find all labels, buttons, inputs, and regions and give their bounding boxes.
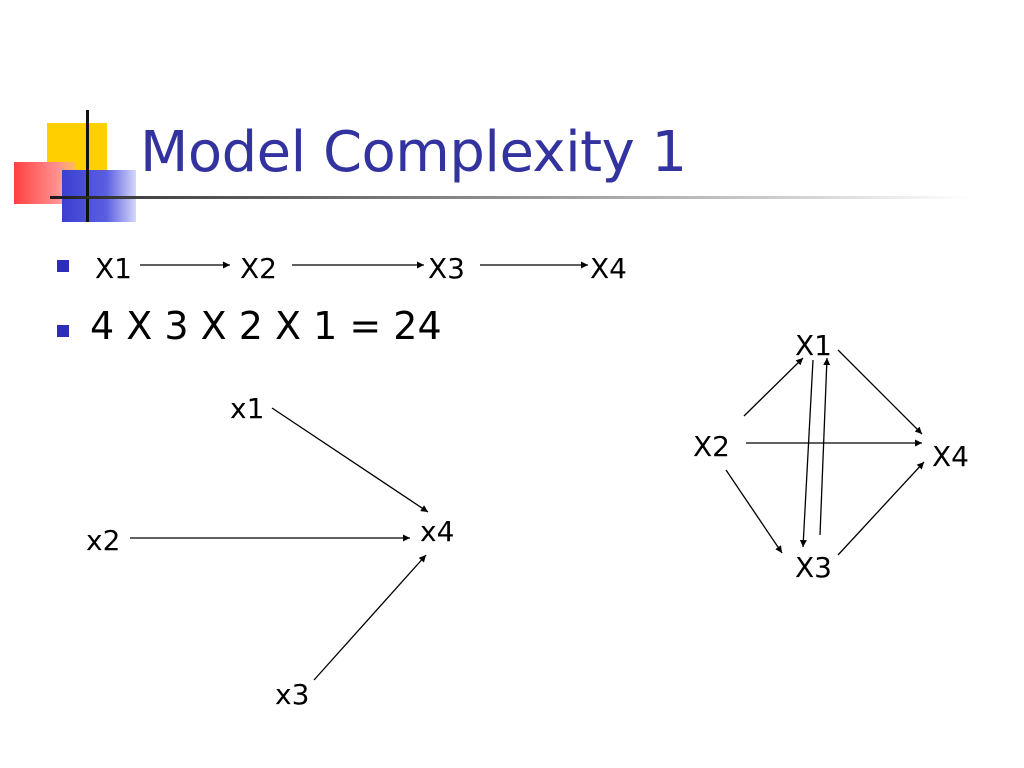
right-arrow-x2-x3 bbox=[725, 469, 783, 554]
left-network: x1 x2 x3 x4 bbox=[86, 392, 454, 711]
slide-title: Model Complexity 1 bbox=[140, 120, 687, 185]
chain-node-x1: X1 bbox=[95, 252, 132, 285]
left-node-x3: x3 bbox=[275, 678, 309, 711]
chain-node-x4: X4 bbox=[590, 252, 627, 285]
right-arrow-x1-x3 bbox=[799, 359, 814, 548]
right-node-x1: X1 bbox=[795, 329, 832, 362]
right-network: X1 X2 X3 X4 bbox=[693, 329, 969, 584]
right-arrow-x2-x1 bbox=[743, 357, 804, 417]
chain-node-x2: X2 bbox=[240, 252, 277, 285]
right-node-x2: X2 bbox=[693, 430, 730, 463]
right-arrow-x3-x1 bbox=[819, 357, 831, 536]
left-node-x4: x4 bbox=[420, 515, 454, 548]
chain-node-x3: X3 bbox=[428, 252, 465, 285]
left-arrow-x1-x4 bbox=[271, 407, 429, 513]
title-underline bbox=[50, 196, 970, 199]
left-node-x2: x2 bbox=[86, 524, 120, 557]
right-arrow-x3-x4 bbox=[837, 461, 925, 556]
left-arrow-x3-x4 bbox=[313, 554, 427, 681]
square-bullet-icon bbox=[57, 325, 69, 337]
equation-text: 4 X 3 X 2 X 1 = 24 bbox=[90, 304, 442, 348]
logo-vertical-line bbox=[86, 110, 89, 222]
left-node-x1: x1 bbox=[230, 392, 264, 425]
right-arrow-x1-x4 bbox=[837, 349, 923, 435]
right-node-x4: X4 bbox=[932, 440, 969, 473]
right-node-x3: X3 bbox=[795, 551, 832, 584]
square-bullet-icon bbox=[57, 260, 69, 272]
chain-diagram: X1 X2 X3 X4 bbox=[95, 252, 627, 285]
